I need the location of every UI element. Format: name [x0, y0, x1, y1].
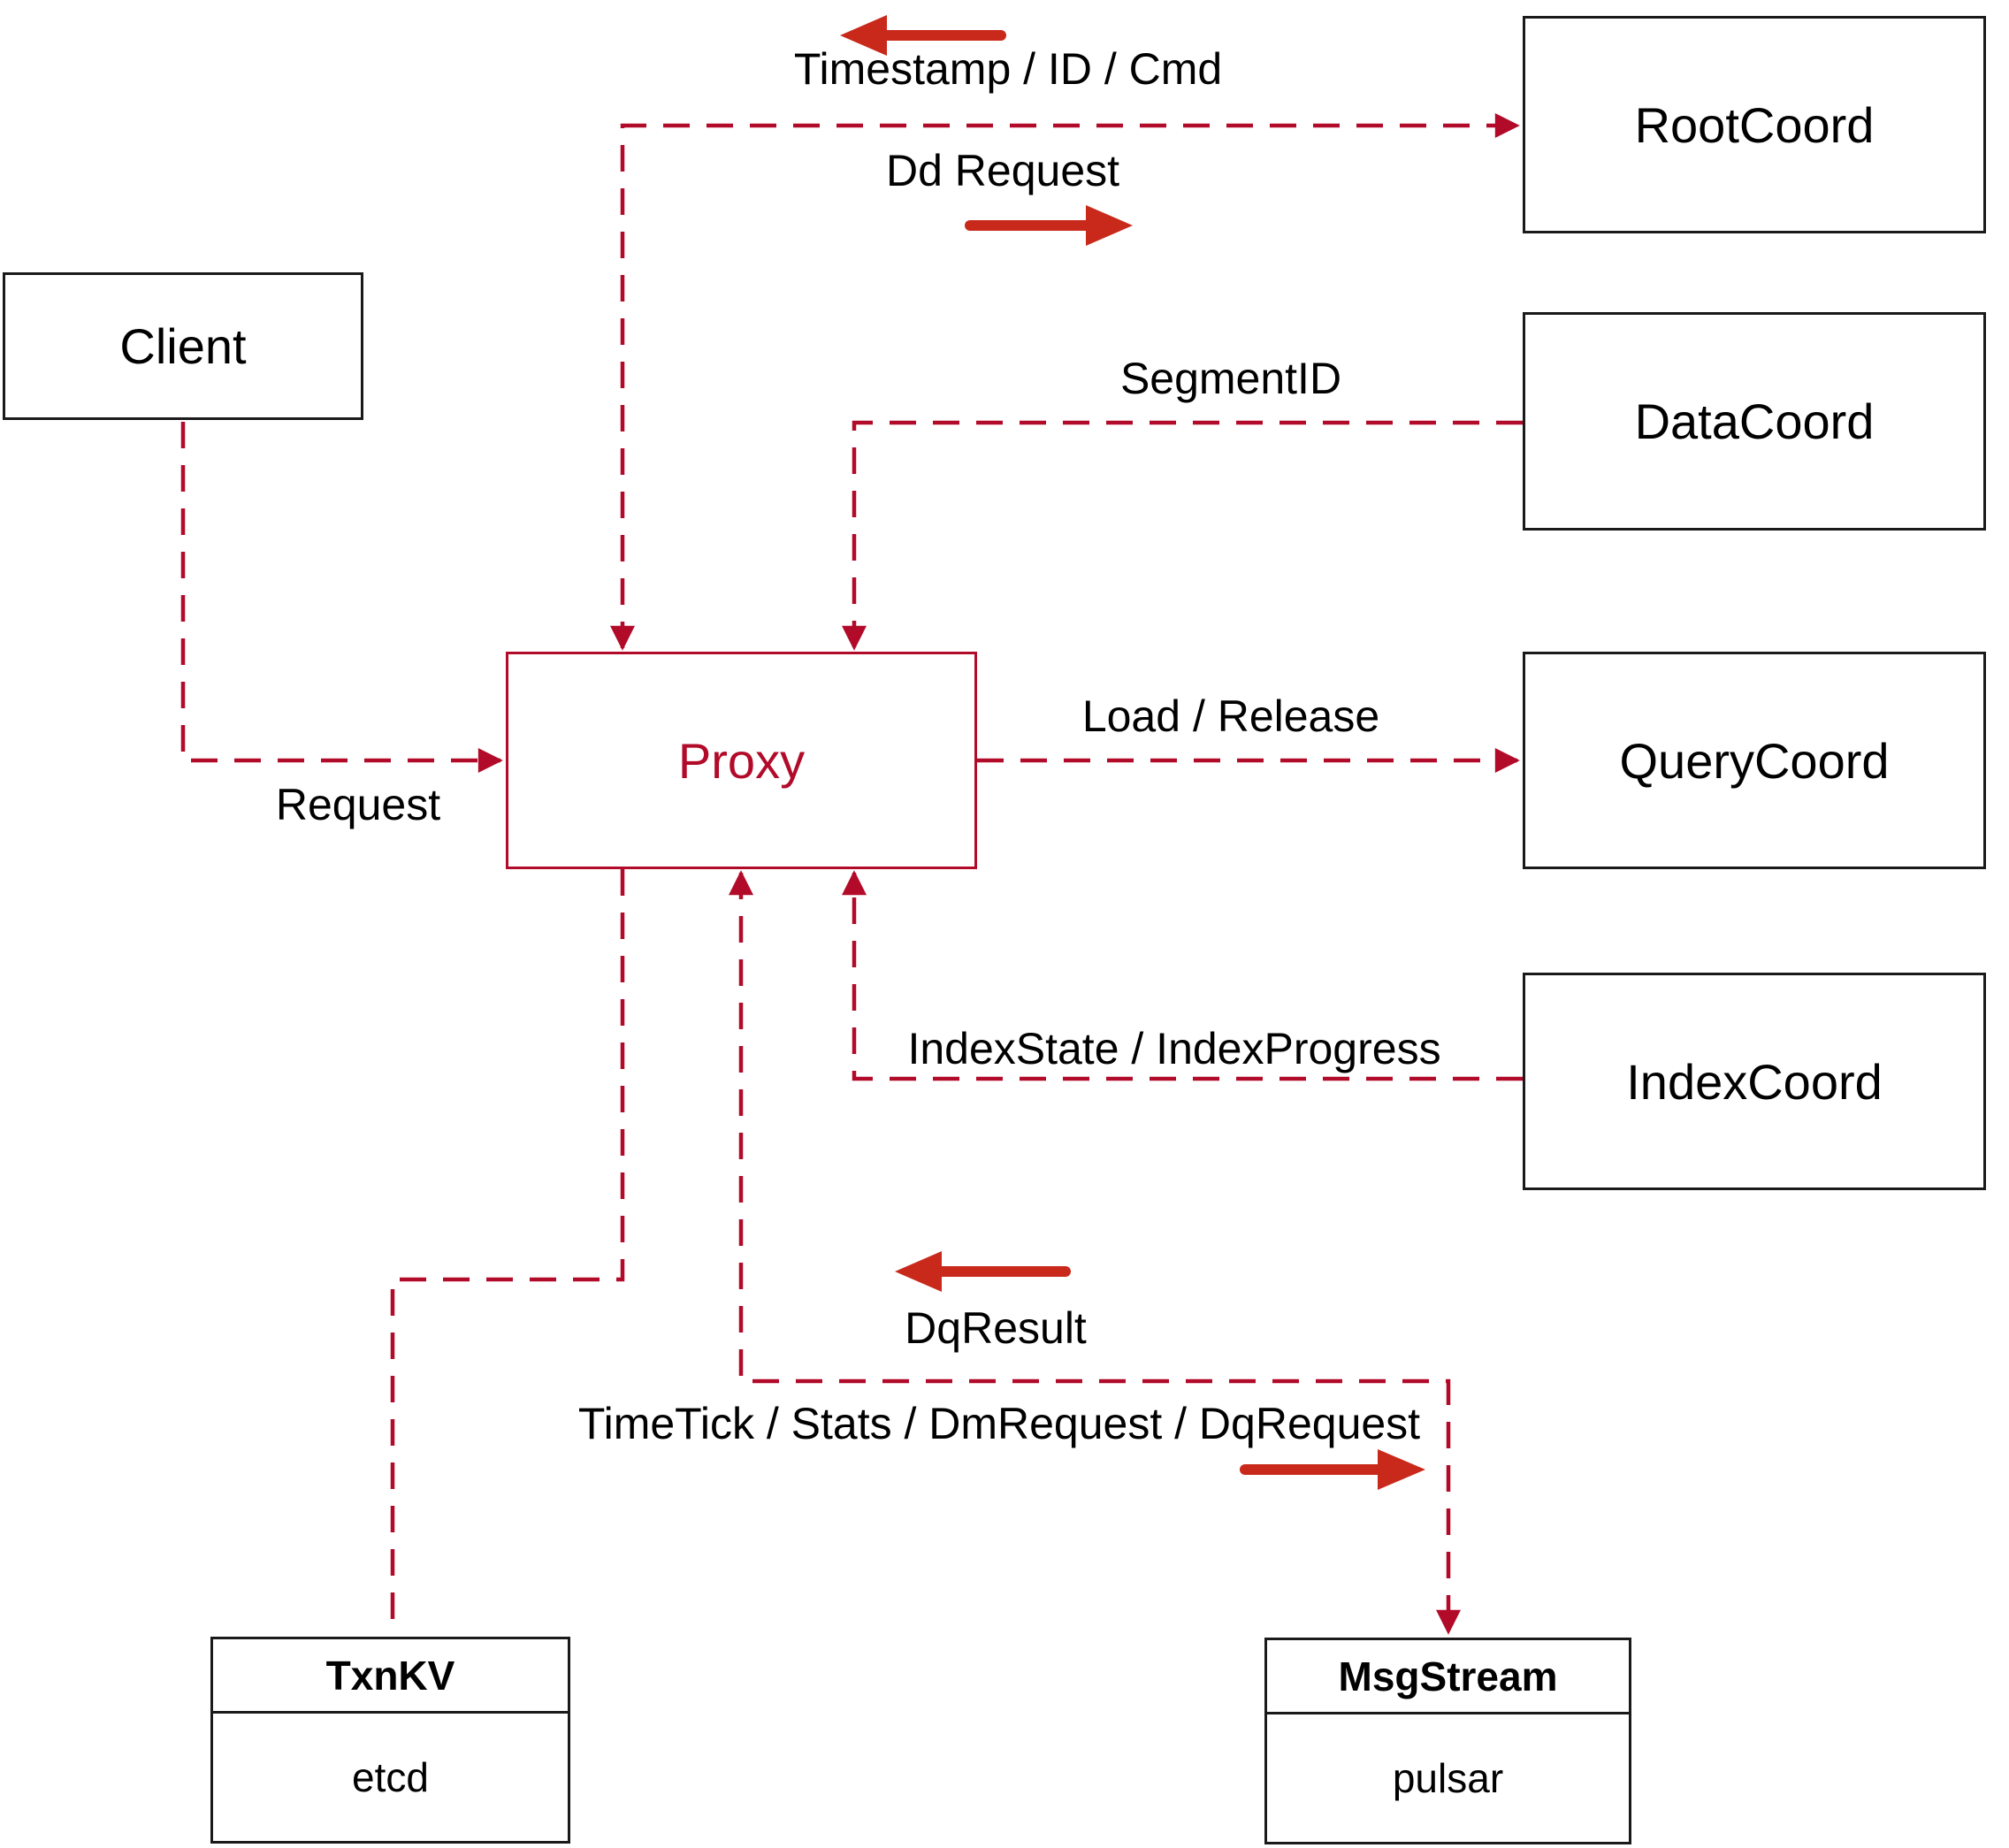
- node-datacoord: DataCoord: [1523, 312, 1986, 531]
- node-querycoord-label: QueryCoord: [1619, 732, 1890, 789]
- dqresult-direction-left-arrow-icon: [895, 1251, 1071, 1292]
- node-client-label: Client: [119, 318, 247, 374]
- edge-label-segmentid: SegmentID: [1119, 354, 1342, 403]
- node-rootcoord: RootCoord: [1523, 16, 1986, 233]
- edge-proxy-msgstream-line: [729, 870, 1461, 1635]
- edge-label-dd-request: Dd Request: [885, 146, 1120, 195]
- node-indexcoord-label: IndexCoord: [1626, 1053, 1883, 1110]
- edge-label-dqresult: DqResult: [905, 1303, 1087, 1353]
- timestamp-direction-left-arrow-icon: [840, 15, 1006, 56]
- edge-label-load-release: Load / Release: [1081, 691, 1380, 741]
- node-txnkv: TxnKV etcd: [210, 1637, 570, 1844]
- node-client: Client: [3, 272, 363, 420]
- edge-label-timestamp-id-cmd: Timestamp / ID / Cmd: [793, 44, 1223, 94]
- timetick-direction-right-arrow-icon: [1240, 1449, 1425, 1490]
- edge-label-indexstate-indexprogress: IndexState / IndexProgress: [907, 1024, 1441, 1073]
- node-rootcoord-label: RootCoord: [1634, 96, 1875, 153]
- dd-request-direction-right-arrow-icon: [965, 205, 1133, 246]
- node-proxy: Proxy: [506, 652, 977, 869]
- node-msgstream-title: MsgStream: [1267, 1640, 1629, 1714]
- edge-proxy-txnkv-line: [390, 869, 625, 1635]
- node-proxy-label: Proxy: [677, 732, 806, 789]
- node-txnkv-title: TxnKV: [213, 1639, 568, 1714]
- node-msgstream-impl: pulsar: [1392, 1755, 1504, 1801]
- node-indexcoord: IndexCoord: [1523, 973, 1986, 1190]
- node-msgstream: MsgStream pulsar: [1264, 1638, 1631, 1844]
- edge-client-proxy-line: [180, 422, 503, 773]
- edge-label-timetick-stats: TimeTick / Stats / DmRequest / DqRequest: [577, 1399, 1421, 1448]
- node-datacoord-label: DataCoord: [1634, 393, 1875, 449]
- edge-datacoord-proxy-line: [842, 420, 1523, 651]
- edge-label-request: Request: [275, 780, 441, 829]
- node-txnkv-impl: etcd: [352, 1754, 429, 1800]
- node-querycoord: QueryCoord: [1523, 652, 1986, 869]
- edge-proxy-rootcoord-line: [610, 113, 1520, 651]
